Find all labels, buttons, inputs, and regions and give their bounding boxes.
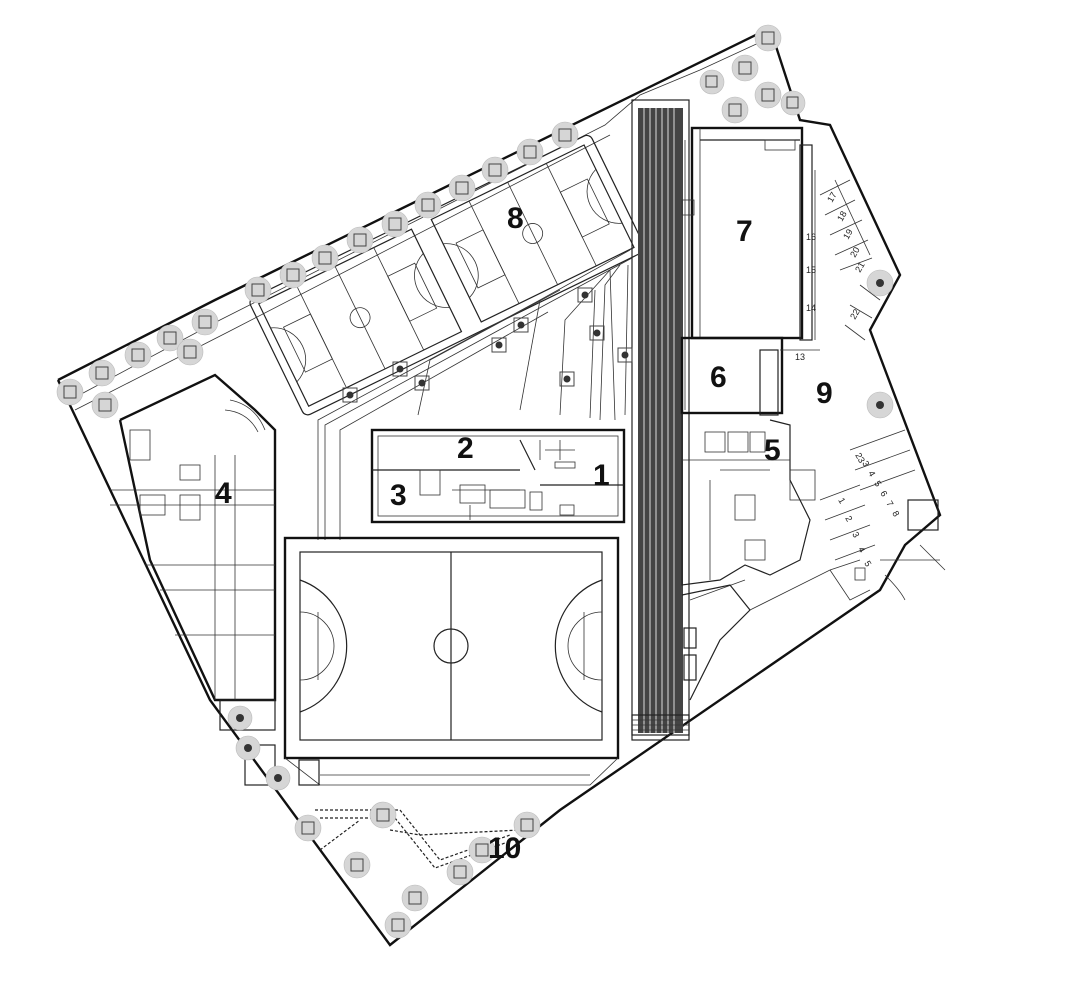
stall-19: 19 xyxy=(841,227,855,241)
trees xyxy=(56,24,894,939)
zone-labels: 1 2 3 4 5 6 7 8 9 10 xyxy=(215,202,833,865)
zone-label-7: 7 xyxy=(736,215,753,248)
stall-3b: 3 xyxy=(850,530,861,539)
stall-16: 16 xyxy=(806,232,816,242)
zone-label-8: 8 xyxy=(507,202,524,235)
stall-15: 15 xyxy=(806,265,816,275)
stall-5a: 5 xyxy=(872,479,883,488)
zone-4-building xyxy=(110,373,277,786)
zone-label-6: 6 xyxy=(710,361,727,394)
lamp-posts xyxy=(342,287,633,403)
stall-3a: 3 xyxy=(860,459,871,468)
stall-5b: 5 xyxy=(862,559,873,568)
stall-numbers: 16 15 14 13 17 18 19 20 21 22 23 3 4 5 6… xyxy=(795,190,901,568)
zone-7-building xyxy=(681,126,813,410)
stall-7a: 7 xyxy=(884,499,895,508)
zone-label-2: 2 xyxy=(457,432,474,465)
main-court xyxy=(283,536,620,786)
stairs xyxy=(298,499,939,786)
zone-8-outdoor-courts xyxy=(249,134,646,416)
zones-1-2-3-building xyxy=(370,428,626,524)
zone-9-parking xyxy=(780,170,916,581)
stall-1b: 1 xyxy=(836,496,847,505)
zone-label-5: 5 xyxy=(764,434,781,467)
stall-21: 21 xyxy=(853,260,867,274)
stall-22: 22 xyxy=(848,307,862,321)
stall-4b: 4 xyxy=(856,545,867,554)
stall-4a: 4 xyxy=(866,469,877,478)
stall-13: 13 xyxy=(795,352,805,362)
stall-8a: 8 xyxy=(890,509,901,518)
zone-label-9: 9 xyxy=(816,377,833,410)
stall-6a: 6 xyxy=(878,489,889,498)
zone-label-4: 4 xyxy=(215,477,232,510)
stall-18: 18 xyxy=(835,209,849,223)
zone-label-10: 10 xyxy=(488,832,521,865)
stall-17: 17 xyxy=(825,190,839,204)
zones-5-6-building xyxy=(680,336,871,701)
zone-label-3: 3 xyxy=(390,479,407,512)
stall-20: 20 xyxy=(848,245,862,259)
curved-paths xyxy=(317,249,633,540)
zone-label-1: 1 xyxy=(593,459,610,492)
running-track xyxy=(631,99,690,741)
stall-2b: 2 xyxy=(843,514,854,523)
stall-14: 14 xyxy=(806,303,816,313)
stall-23: 23 xyxy=(853,451,867,465)
